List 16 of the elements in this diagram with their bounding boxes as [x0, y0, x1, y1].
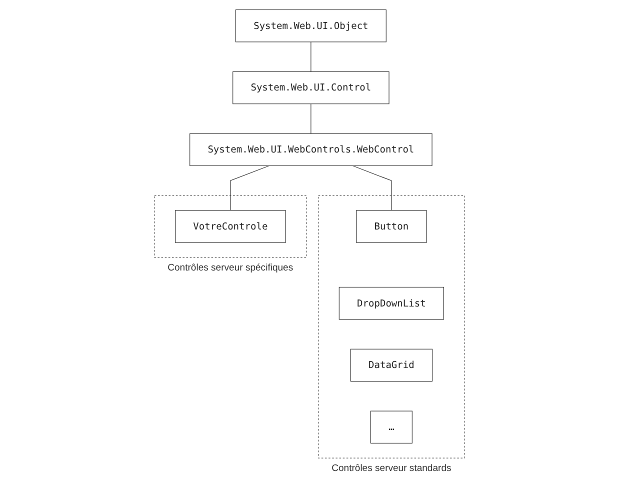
node-box: Button — [356, 210, 427, 243]
cluster — [318, 195, 465, 458]
connector — [310, 42, 312, 72]
connector — [230, 165, 270, 211]
node-box: DropDownList — [338, 286, 444, 320]
node-box: … — [370, 410, 412, 444]
node-box: System.Web.UI.WebControls.WebControl — [190, 133, 432, 166]
node-box: System.Web.UI.Object — [235, 9, 386, 42]
connector — [352, 165, 392, 211]
node-label: Contrôles serveur standards — [332, 463, 452, 474]
cluster — [154, 195, 307, 258]
node-label: Contrôles serveur spécifiques — [168, 262, 294, 273]
node-box: VotreControle — [175, 210, 286, 243]
node-box: DataGrid — [350, 348, 433, 382]
node-box: System.Web.UI.Control — [232, 71, 390, 104]
connector — [310, 104, 312, 134]
